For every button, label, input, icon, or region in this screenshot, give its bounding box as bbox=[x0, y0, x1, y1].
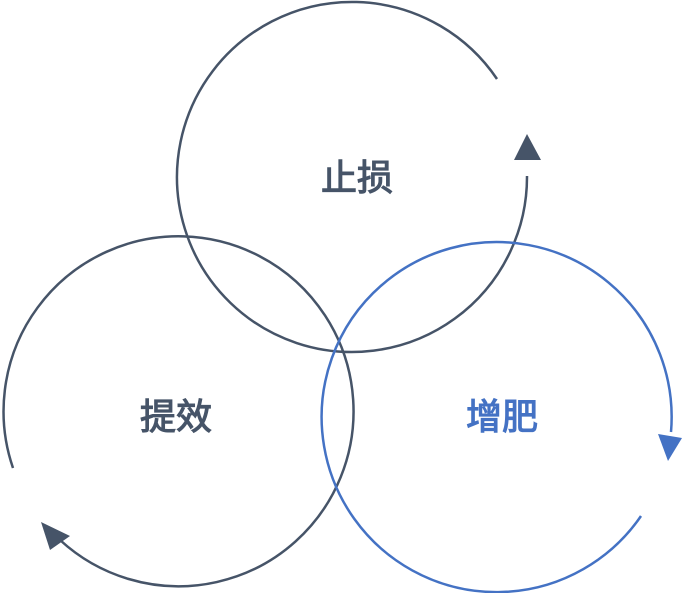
circle-growth: 增肥 bbox=[320, 240, 682, 593]
circle-efficiency-arc bbox=[2, 235, 355, 588]
circle-growth-arc bbox=[320, 240, 673, 593]
circle-stop-loss: 止损 bbox=[175, 0, 541, 354]
circle-efficiency-label: 提效 bbox=[140, 397, 212, 438]
circle-stop-loss-label: 止损 bbox=[321, 158, 393, 199]
circle-growth-arrowhead bbox=[658, 434, 682, 461]
circle-stop-loss-arc bbox=[175, 0, 529, 354]
circle-growth-label: 增肥 bbox=[466, 397, 538, 438]
circle-efficiency-arrowhead bbox=[41, 522, 70, 550]
circle-stop-loss-arrowhead bbox=[514, 134, 541, 160]
circle-efficiency: 提效 bbox=[2, 235, 355, 588]
